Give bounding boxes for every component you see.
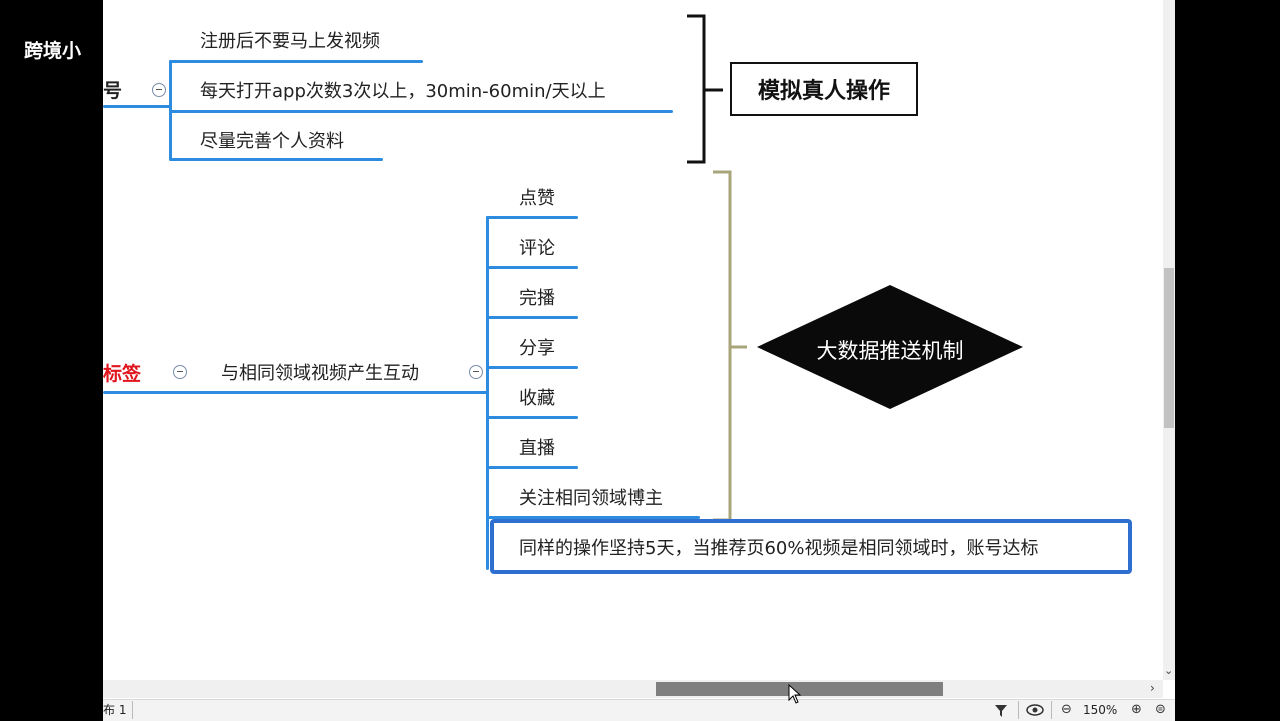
summary-simulate-human[interactable]: 模拟真人操作 [730,62,918,116]
topic-follow[interactable]: 关注相同领域博主 [519,488,663,509]
zoom-out-icon[interactable]: ⊖ [1061,702,1072,717]
divider [132,701,133,719]
topic-comment[interactable]: 评论 [519,238,555,259]
topic-profile[interactable]: 尽量完善个人资料 [200,131,344,152]
diamond-label: 大数据推送机制 [816,339,964,363]
note-box-selected[interactable] [490,519,1132,574]
collapse-icon[interactable] [173,365,187,379]
branch-line [486,366,578,369]
root-node-2-fragment[interactable]: 标签 [103,363,142,385]
branch-line [103,105,171,108]
vertical-scroll-thumb[interactable] [1164,268,1174,428]
collapse-icon[interactable] [469,365,483,379]
collapse-icon[interactable] [152,83,166,97]
status-bar: 布 1 ⊖ 150% ⊕ ⊜ [103,699,1175,721]
topic-favorite[interactable]: 收藏 [519,388,555,409]
topic-register[interactable]: 注册后不要马上发视频 [200,31,380,52]
note-text: 同样的操作坚持5天，当推荐页60%视频是相同领域时，账号达标 [519,538,1039,559]
topic-interact[interactable]: 与相同领域视频产生互动 [221,363,419,384]
branch-line [169,110,673,113]
topic-share[interactable]: 分享 [519,338,555,359]
topic-live[interactable]: 直播 [519,438,555,459]
summary-bracket-1 [687,14,723,164]
divider [1051,701,1052,719]
topic-open-app[interactable]: 每天打开app次数3次以上，30min-60min/天以上 [200,81,606,102]
mouse-cursor-icon [788,684,802,704]
menu-icon[interactable]: ⊜ [1155,702,1166,717]
topic-watch-full[interactable]: 完播 [519,288,555,309]
eye-icon[interactable] [1026,704,1044,716]
divider [1018,701,1019,719]
scroll-right-arrow-icon[interactable]: › [1150,681,1155,695]
branch-line [486,266,578,269]
zoom-level[interactable]: 150% [1083,703,1118,717]
branch-line [486,316,578,319]
branch-line [169,158,383,161]
diamond-shape [757,285,1023,409]
scroll-down-arrow-icon[interactable]: ⌄ [1164,664,1174,677]
video-watermark: 跨境小 [24,40,82,62]
summary-bracket-2 [713,170,747,522]
horizontal-scroll-thumb[interactable] [656,682,943,696]
zoom-in-icon[interactable]: ⊕ [1131,702,1142,717]
filter-icon[interactable] [994,704,1008,718]
branch-line [486,466,578,469]
branch-line [486,216,489,570]
branch-line [486,416,578,419]
branch-line [169,60,423,63]
branch-line [486,216,578,219]
sheet-tab[interactable]: 布 1 [103,703,127,717]
summary-big-data-push[interactable]: 大数据推送机制 [757,285,1023,409]
branch-line [103,391,488,394]
root-node-1-fragment[interactable]: 号 [103,80,123,102]
topic-like[interactable]: 点赞 [519,188,555,209]
branch-line [486,516,700,519]
horizontal-scrollbar[interactable] [103,680,1163,698]
